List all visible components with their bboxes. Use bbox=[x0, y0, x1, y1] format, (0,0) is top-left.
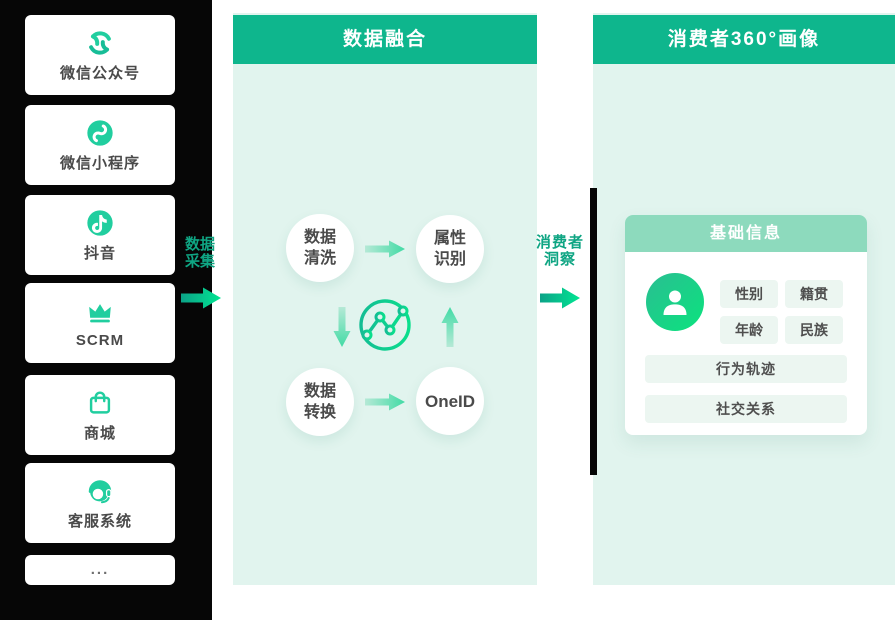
data-fusion-panel: 数据融合 数据清洗 属性识别 数据转换 OneID bbox=[233, 13, 537, 585]
node-oneid: OneID bbox=[416, 367, 484, 435]
arrow-right-icon bbox=[365, 240, 405, 258]
avatar bbox=[646, 273, 704, 331]
source-label: 微信小程序 bbox=[59, 154, 140, 172]
node-data-transformation: 数据转换 bbox=[286, 368, 354, 436]
arrow-down-icon bbox=[333, 307, 351, 347]
analytics-network-icon bbox=[359, 299, 411, 351]
profile-panel-title: 消费者360°画像 bbox=[593, 15, 895, 64]
node-data-cleaning: 数据清洗 bbox=[286, 214, 354, 282]
person-icon bbox=[663, 290, 687, 315]
chip-gender: 性别 bbox=[720, 280, 778, 308]
arrow-right-icon bbox=[365, 393, 405, 411]
flow-label-data-collection: 数据 采集 bbox=[184, 236, 215, 270]
consumer-360-panel: 消费者360°画像 基础信息 性别 籍贯 年龄 民族 行为轨迹 社交关系 bbox=[593, 13, 895, 585]
source-card-wechat-official: 微信公众号 bbox=[25, 15, 175, 95]
source-card-douyin: 抖音 bbox=[25, 195, 175, 275]
source-card-customer-service: 客服系统 bbox=[25, 463, 175, 543]
chip-ethnicity: 民族 bbox=[785, 316, 843, 344]
fusion-panel-title: 数据融合 bbox=[233, 15, 537, 64]
source-label: 抖音 bbox=[83, 244, 116, 262]
flow-arrow-icon bbox=[540, 287, 580, 309]
source-card-more: ... bbox=[25, 555, 175, 585]
source-label: 商城 bbox=[83, 424, 116, 442]
chip-native-place: 籍贯 bbox=[785, 280, 843, 308]
row-behavior-track: 行为轨迹 bbox=[645, 355, 847, 383]
source-label: 客服系统 bbox=[67, 512, 132, 530]
divider-bar bbox=[590, 188, 597, 475]
chip-age: 年龄 bbox=[720, 316, 778, 344]
source-card-mall: 商城 bbox=[25, 375, 175, 455]
source-label: SCRM bbox=[75, 331, 125, 349]
douyin-icon bbox=[87, 209, 113, 236]
wechat-miniprogram-icon bbox=[87, 119, 113, 146]
more-ellipsis: ... bbox=[90, 561, 110, 578]
basic-info-card: 基础信息 性别 籍贯 年龄 民族 行为轨迹 社交关系 bbox=[625, 215, 867, 435]
data-sources-sidebar: 微信公众号 微信小程序 抖音 SCRM bbox=[0, 0, 212, 620]
flow-arrow-icon bbox=[181, 287, 221, 309]
basic-info-card-title: 基础信息 bbox=[625, 215, 867, 252]
customer-service-icon bbox=[88, 479, 112, 503]
source-label: 微信公众号 bbox=[59, 64, 140, 82]
source-card-wechat-miniprogram: 微信小程序 bbox=[25, 105, 175, 185]
arrow-up-icon bbox=[441, 307, 459, 347]
node-attribute-recognition: 属性识别 bbox=[416, 215, 484, 283]
flow-label-consumer-insight: 消费者 洞察 bbox=[535, 234, 584, 268]
crown-icon bbox=[89, 303, 111, 322]
row-social-relations: 社交关系 bbox=[645, 395, 847, 423]
wechat-official-icon bbox=[89, 30, 111, 55]
source-card-scrm: SCRM bbox=[25, 283, 175, 363]
shopping-bag-icon bbox=[89, 390, 111, 414]
